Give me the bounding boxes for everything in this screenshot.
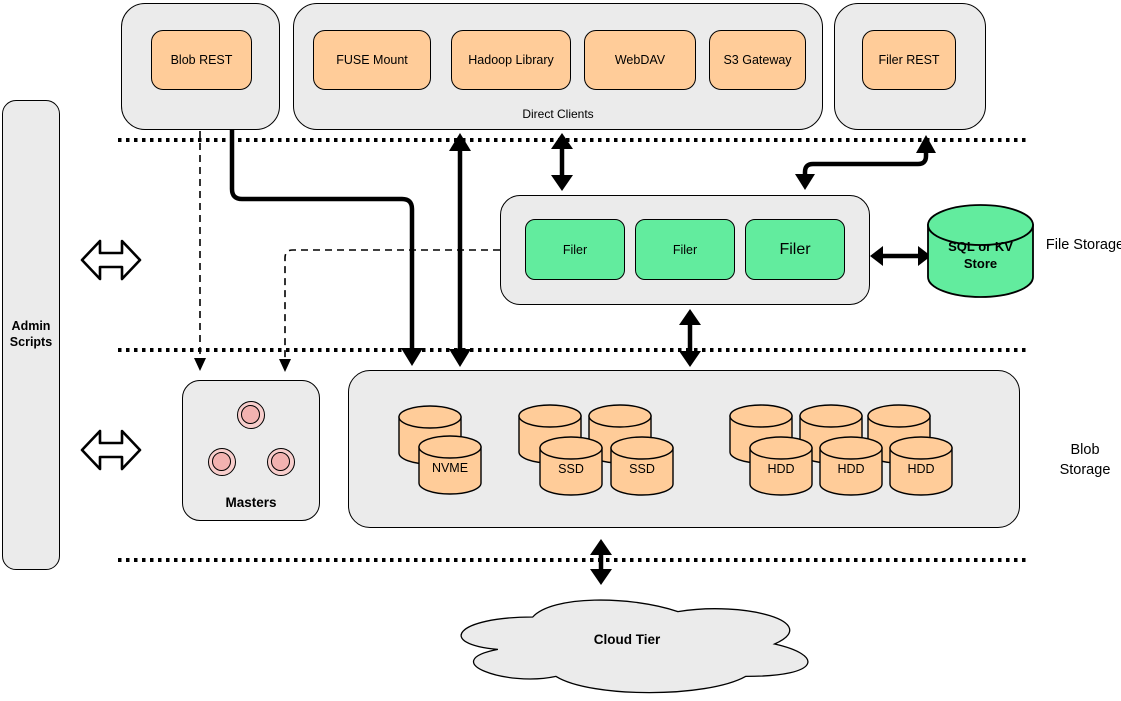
filer-label-2: Filer <box>672 242 698 257</box>
client-node-webdav: WebDAV <box>584 30 696 90</box>
admin-scripts-label: Admin Scripts <box>9 319 53 349</box>
blob-storage-container <box>348 370 1020 528</box>
hadoop-library-label: Hadoop Library <box>468 53 554 67</box>
hdd-drive-label-3: HDD <box>907 462 935 476</box>
webdav-label: WebDAV <box>614 53 666 67</box>
ssd-drive-label-2: SSD <box>629 462 655 476</box>
client-node-hadoop-library: Hadoop Library <box>451 30 571 90</box>
file-storage-tier-label: File Storage <box>1045 237 1121 253</box>
filer-label-3: Filer <box>779 240 811 258</box>
master-node-right-core <box>271 452 290 471</box>
filer-node-3: Filer <box>745 219 845 280</box>
arrow-blobrest-to-blobstorage <box>229 130 423 366</box>
admin-file-storage-double-arrow <box>80 239 142 281</box>
fuse-mount-label: FUSE Mount <box>336 53 408 67</box>
s3-gateway-label: S3 Gateway <box>723 53 792 67</box>
hdd-drive-label-1: HDD <box>767 462 795 476</box>
filer-rest-label: Filer REST <box>878 53 940 67</box>
hdd-drive-label-2: HDD <box>837 462 865 476</box>
blob-rest-label: Blob REST <box>170 53 233 67</box>
client-node-fuse-mount: FUSE Mount <box>313 30 431 90</box>
arrow-clients-filer <box>551 133 573 191</box>
arrow-filer-sqlstore <box>870 246 931 266</box>
masters-label: Masters <box>225 495 277 510</box>
ssd-drive-label-1: SSD <box>558 462 584 476</box>
filer-node-2: Filer <box>635 219 735 280</box>
nvme-drive-label: NVME <box>431 461 469 475</box>
filer-rest-node: Filer REST <box>862 30 956 90</box>
direct-clients-caption: Direct Clients <box>522 107 594 121</box>
admin-scripts-box: Admin Scripts <box>2 100 60 570</box>
dashed-arrow-blobrest-to-masters <box>194 131 206 371</box>
master-node-left <box>208 448 236 476</box>
masters-box: Masters <box>182 380 320 521</box>
arrow-filerrest-filer <box>795 135 936 190</box>
blob-rest-node: Blob REST <box>151 30 252 90</box>
master-node-top <box>237 401 265 429</box>
filer-node-1: Filer <box>525 219 625 280</box>
arrow-clients-blobstorage <box>449 133 471 367</box>
master-node-right <box>267 448 295 476</box>
arrow-blobstorage-cloud <box>590 539 612 585</box>
master-node-top-core <box>241 405 260 424</box>
client-node-s3-gateway: S3 Gateway <box>709 30 806 90</box>
cloud-tier-label: Cloud Tier <box>593 632 661 647</box>
blob-storage-tier-label: Blob Storage <box>1059 442 1111 478</box>
sql-kv-store-label: SQL or KV Store <box>948 239 1013 271</box>
admin-blob-storage-double-arrow <box>80 429 142 471</box>
arrow-filer-blobstorage <box>679 309 701 367</box>
dashed-arrow-filer-to-masters <box>279 249 500 372</box>
filer-label-1: Filer <box>562 242 588 257</box>
master-node-left-core <box>212 452 231 471</box>
